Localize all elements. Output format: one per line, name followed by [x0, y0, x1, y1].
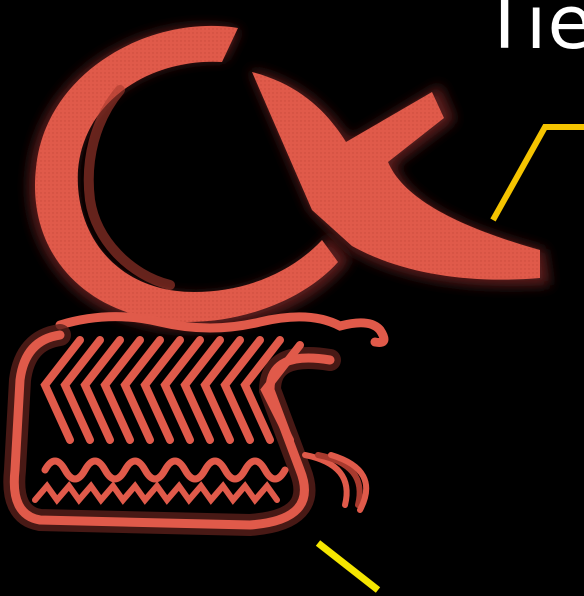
tail-leader-line [318, 543, 378, 590]
ring-body [35, 26, 338, 322]
helix-bundle [14, 335, 366, 525]
arm-domain [250, 70, 550, 286]
arm-leader-line [493, 127, 584, 220]
